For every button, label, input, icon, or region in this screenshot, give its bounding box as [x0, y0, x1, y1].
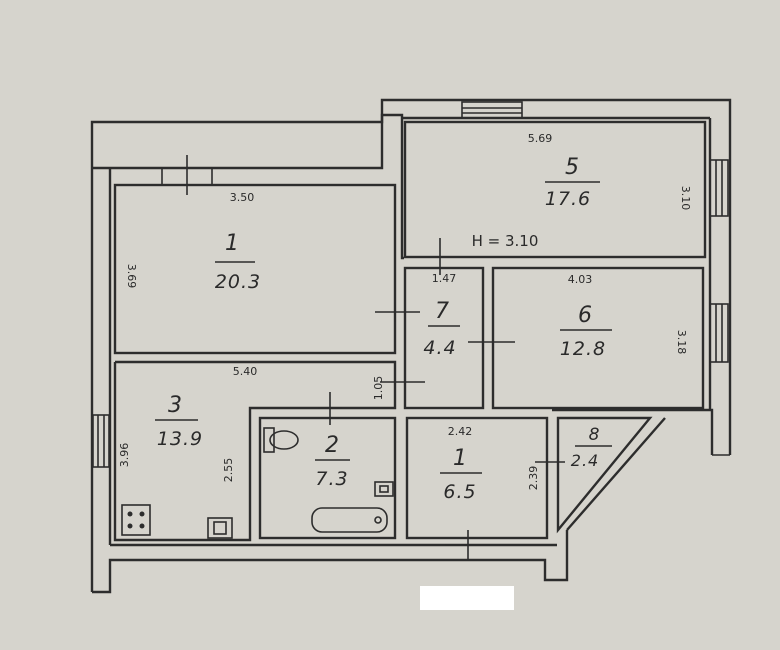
dimension-depth: 3.96 [118, 443, 131, 468]
dimension-extra: 2.55 [222, 458, 235, 483]
dimension-width: 5.40 [233, 365, 258, 378]
dimension-width: 3.50 [230, 191, 255, 204]
room-number: 2 [325, 433, 339, 458]
room-number: 6 [578, 303, 592, 328]
room-number: 1 [225, 231, 239, 256]
dimension-depth: 3.10 [679, 186, 692, 211]
redaction-patch [420, 586, 514, 610]
toilet-icon [263, 427, 299, 453]
dimension-width: 4.03 [568, 273, 593, 286]
room-1-large [113, 183, 397, 355]
stove-icon [121, 504, 151, 536]
room-number: 8 [589, 425, 600, 445]
room-5 [403, 120, 707, 259]
room-2-bath [258, 416, 397, 540]
outer-wall-inner [92, 113, 404, 260]
room-label-1-small: 1 6.5 2.42 2.39 [440, 425, 540, 503]
dimension-width: 5.69 [528, 132, 553, 145]
room-area: 20.3 [215, 271, 261, 293]
door-markers [318, 238, 565, 560]
room-number: 1 [453, 446, 467, 471]
window-right-upper [709, 159, 729, 217]
dimension-depth: 3.18 [675, 330, 688, 355]
room-label-1-large: 1 20.3 3.50 3.69 [125, 191, 261, 293]
room-8 [556, 416, 653, 534]
room-label-7: 7 4.4 1.47 1.05 [372, 272, 460, 400]
balcony-door [161, 155, 213, 195]
dimension-depth: 3.69 [125, 264, 138, 289]
dimension-depth: 2.39 [527, 466, 540, 491]
outer-wall-right-lower [698, 408, 714, 455]
kitchen-sink-icon [207, 517, 233, 539]
room-label-8: 8 2.4 [571, 425, 612, 470]
dimension-width: 2.42 [448, 425, 473, 438]
outer-wall-bottom [92, 530, 569, 594]
outer-wall [90, 98, 732, 455]
bathtub-icon [311, 507, 388, 533]
dimension-depth: 1.05 [372, 376, 385, 401]
room-number: 7 [435, 299, 449, 324]
room-area: 6.5 [443, 481, 476, 503]
room-area: 2.4 [571, 451, 599, 470]
sink-icon [374, 481, 394, 497]
diagonal-wall [566, 417, 666, 531]
dimension-width: 1.47 [432, 272, 457, 285]
room-label-2: 2 7.3 [315, 433, 350, 490]
room-6 [491, 266, 705, 410]
window-right-lower [709, 303, 729, 363]
room-area: 17.6 [545, 188, 591, 210]
room-number: 5 [565, 155, 579, 180]
room-label-6: 6 12.8 4.03 3.18 [560, 273, 688, 360]
room-number: 3 [168, 393, 182, 418]
room-area: 7.3 [315, 468, 348, 490]
room-1-small [405, 416, 549, 540]
room-label-5: 5 17.6 5.69 3.10 H = 3.10 [472, 132, 692, 250]
ceiling-height-note: H = 3.10 [472, 232, 539, 250]
window-left [92, 414, 110, 468]
room-area: 4.4 [423, 337, 456, 359]
room-area: 12.8 [560, 338, 606, 360]
room-label-3: 3 13.9 5.40 3.96 2.55 [118, 365, 257, 482]
room-area: 13.9 [157, 428, 203, 450]
room-3 [113, 360, 397, 542]
window-top [461, 101, 523, 119]
